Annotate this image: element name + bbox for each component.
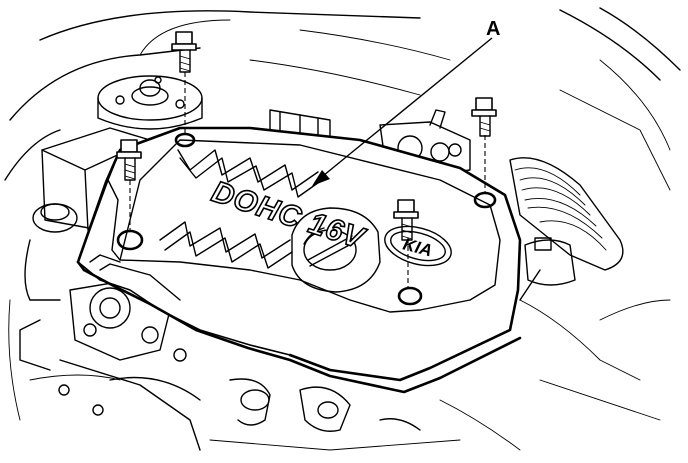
oil-filler-cap [291, 207, 381, 293]
bolt-top-left [171, 31, 197, 136]
bolt-left [116, 139, 142, 232]
engine-cover: KIA DOHC 16V [76, 126, 522, 394]
lower-engine-parts [19, 279, 461, 451]
callout-label: A [486, 18, 500, 40]
bolt-right [471, 97, 497, 194]
callout-leader [312, 37, 493, 186]
bolt-center [393, 199, 419, 288]
intake-hose [509, 157, 624, 301]
strut-tower [97, 75, 203, 130]
